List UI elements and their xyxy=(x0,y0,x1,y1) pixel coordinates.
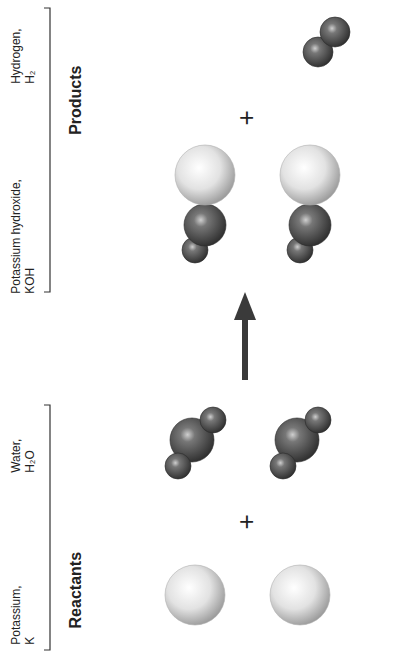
products-bracket xyxy=(44,8,50,292)
reaction-arrow xyxy=(234,292,256,380)
potassium-atom xyxy=(270,565,330,625)
species-label: Potassium, K xyxy=(10,575,38,645)
plus-sign: + xyxy=(233,502,259,542)
arrow-head xyxy=(234,292,256,320)
hydrogen-atom xyxy=(200,407,226,433)
potassium-atom xyxy=(165,565,225,625)
hydrogen-atom xyxy=(305,407,331,433)
hydrogen-atom xyxy=(320,17,350,47)
arrow-shaft xyxy=(242,318,248,380)
plus-sign: + xyxy=(233,98,259,138)
oxygen-atom xyxy=(184,204,226,246)
species-label: Water, H₂O xyxy=(10,417,38,473)
group-label: Products xyxy=(67,40,85,160)
oxygen-atom xyxy=(289,204,331,246)
hydrogen-atom xyxy=(270,453,296,479)
reactants-bracket xyxy=(44,405,50,650)
potassium-atom xyxy=(175,145,235,205)
atoms xyxy=(165,17,350,625)
species-label: Potassium hydroxide, KOH xyxy=(10,166,38,294)
species-label: Hydrogen, H₂ xyxy=(10,20,38,84)
group-bracket xyxy=(44,8,50,650)
potassium-atom xyxy=(280,145,340,205)
group-label: Reactants xyxy=(67,530,85,650)
hydrogen-atom xyxy=(165,453,191,479)
